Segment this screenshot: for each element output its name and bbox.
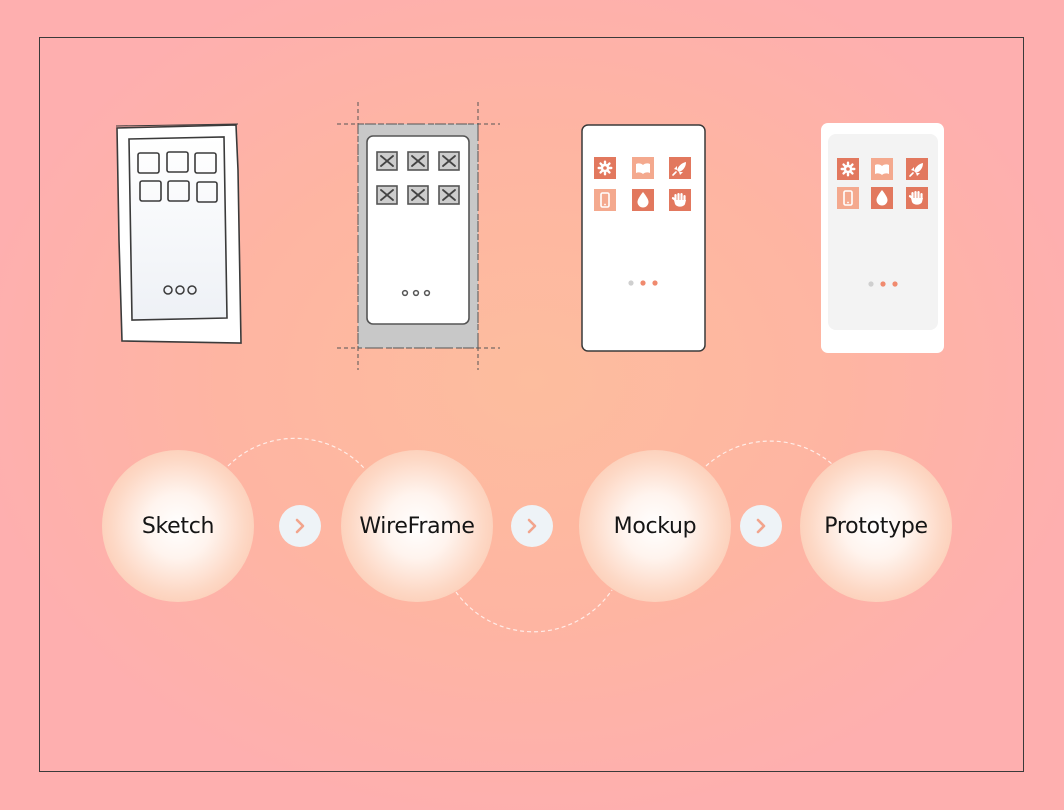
- hand-icon: [669, 189, 691, 211]
- wireframe-phone: [337, 102, 500, 370]
- next-arrow-3: [740, 505, 782, 547]
- mockup-page-dots: [628, 280, 658, 286]
- stage-wireframe: WireFrame: [341, 450, 493, 602]
- sketch-dots: [163, 285, 197, 295]
- gear-icon: [837, 158, 859, 180]
- next-arrow-2: [511, 505, 553, 547]
- sketch-phone: [115, 123, 242, 344]
- drop-icon: [871, 187, 893, 209]
- image-placeholder-icon: [376, 185, 398, 205]
- drop-icon: [632, 189, 654, 211]
- mockup-app-grid: [594, 157, 691, 211]
- prototype-phone: [821, 123, 944, 353]
- stage-prototype: Prototype: [800, 450, 952, 602]
- wireframe-dots: [401, 289, 431, 297]
- wireframe-guides: [337, 102, 500, 370]
- chevron-right-icon: [756, 518, 766, 534]
- chevron-right-icon: [527, 518, 537, 534]
- rocket-icon: [669, 157, 691, 179]
- mockup-phone: [581, 124, 706, 352]
- diagram-frame: [39, 37, 1024, 772]
- image-placeholder-icon: [376, 151, 398, 171]
- sketch-tiles: [137, 151, 218, 203]
- stage-label-mockup: Mockup: [613, 513, 697, 539]
- chevron-right-icon: [295, 518, 305, 534]
- image-placeholder-icon: [438, 185, 460, 205]
- next-arrow-1: [279, 505, 321, 547]
- phone-icon: [594, 189, 616, 211]
- image-placeholder-icon: [438, 151, 460, 171]
- prototype-page-dots: [868, 281, 898, 287]
- stage-mockup: Mockup: [579, 450, 731, 602]
- image-placeholder-icon: [407, 151, 429, 171]
- stage-sketch: Sketch: [102, 450, 254, 602]
- stage-label-sketch: Sketch: [141, 513, 215, 539]
- hand-icon: [906, 187, 928, 209]
- gear-icon: [594, 157, 616, 179]
- stage-label-wireframe: WireFrame: [359, 513, 475, 539]
- phone-icon: [837, 187, 859, 209]
- prototype-app-grid: [837, 158, 928, 209]
- stage-label-prototype: Prototype: [824, 513, 928, 539]
- image-placeholder-icon: [407, 185, 429, 205]
- rocket-icon: [906, 158, 928, 180]
- book-icon: [871, 158, 893, 180]
- wireframe-placeholders: [376, 151, 460, 205]
- book-icon: [632, 157, 654, 179]
